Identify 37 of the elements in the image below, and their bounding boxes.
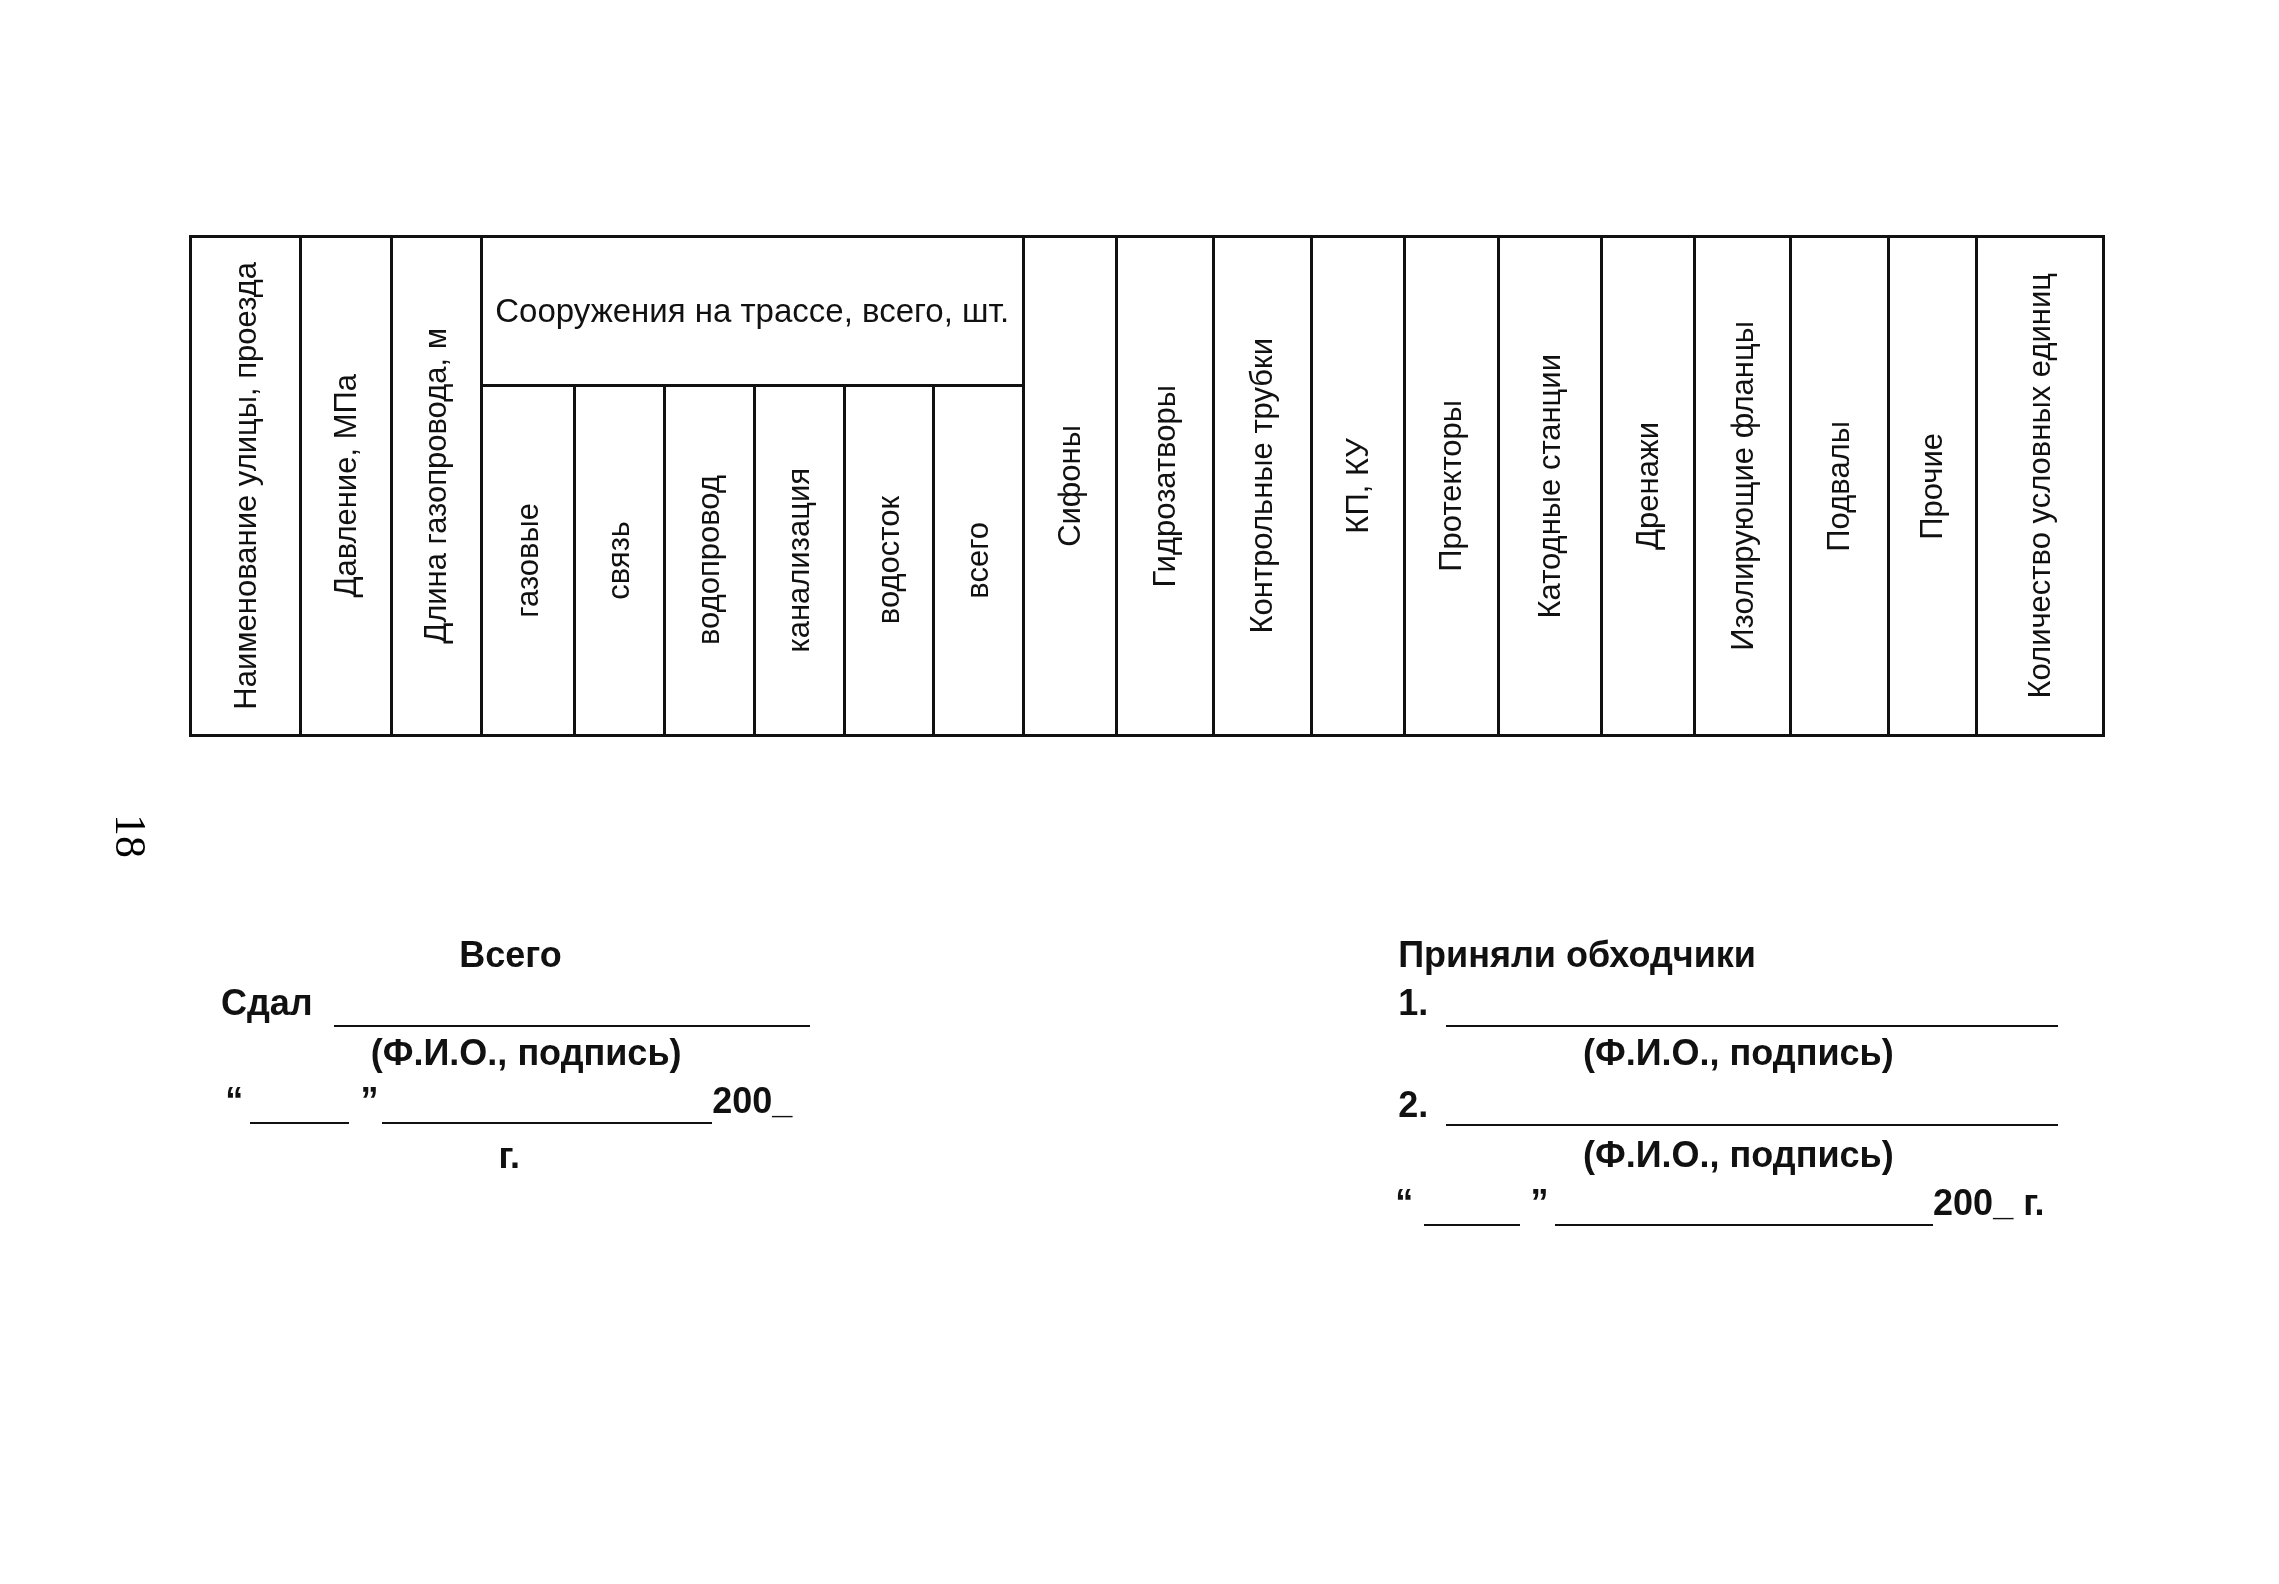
quote-mark: “ xyxy=(1395,1184,1414,1221)
year-label: 200_ г. xyxy=(1933,1184,2045,1221)
signature-caption: (Ф.И.О., подпись) xyxy=(1582,1136,1894,1173)
column-header: Гидрозатворы xyxy=(1147,385,1182,588)
quote-mark: ” xyxy=(1530,1184,1549,1221)
total-label: Всего xyxy=(459,937,562,974)
column-header: Сооружения на трассе, всего, шт. xyxy=(495,291,1010,331)
column-header: Сифоны xyxy=(1052,425,1087,548)
column-header: всего xyxy=(961,521,996,599)
list-number: 1. xyxy=(1398,985,1429,1022)
column-header: водопровод xyxy=(692,475,727,646)
column-header: Изолирующие фланцы xyxy=(1725,321,1760,652)
signature-caption: (Ф.И.О., подпись) xyxy=(1582,1034,1894,1071)
year-suffix: г. xyxy=(498,1138,520,1175)
column-header: Наименование улицы, проезда xyxy=(228,262,263,711)
column-header: Давление, МПа xyxy=(328,374,363,598)
column-header: связь xyxy=(602,520,637,600)
quote-mark: ” xyxy=(360,1082,379,1119)
column-header: Дренажи xyxy=(1631,422,1666,551)
year-label: 200_ xyxy=(712,1082,793,1119)
column-header: Подвалы xyxy=(1822,420,1857,552)
list-number: 2. xyxy=(1398,1087,1429,1124)
page-number: 18 xyxy=(104,813,156,858)
column-header: водосток xyxy=(871,496,906,625)
column-header: Катодные станции xyxy=(1533,354,1568,619)
signature-caption: (Ф.И.О., подпись) xyxy=(370,1034,682,1071)
column-header: Протекторы xyxy=(1434,400,1469,573)
column-header: канализация xyxy=(782,468,817,653)
column-header: Количество условных единиц xyxy=(2022,273,2057,699)
signature-label: Сдал xyxy=(220,985,313,1022)
column-header: Длина газопровода, м xyxy=(419,328,454,645)
quote-mark: “ xyxy=(225,1082,244,1119)
receivers-label: Приняли обходчики xyxy=(1398,937,1756,974)
column-header: Прочие xyxy=(1915,432,1950,540)
column-header: Контрольные трубки xyxy=(1245,338,1280,634)
column-header: газовые xyxy=(510,503,545,618)
column-header: КП, КУ xyxy=(1340,438,1375,535)
